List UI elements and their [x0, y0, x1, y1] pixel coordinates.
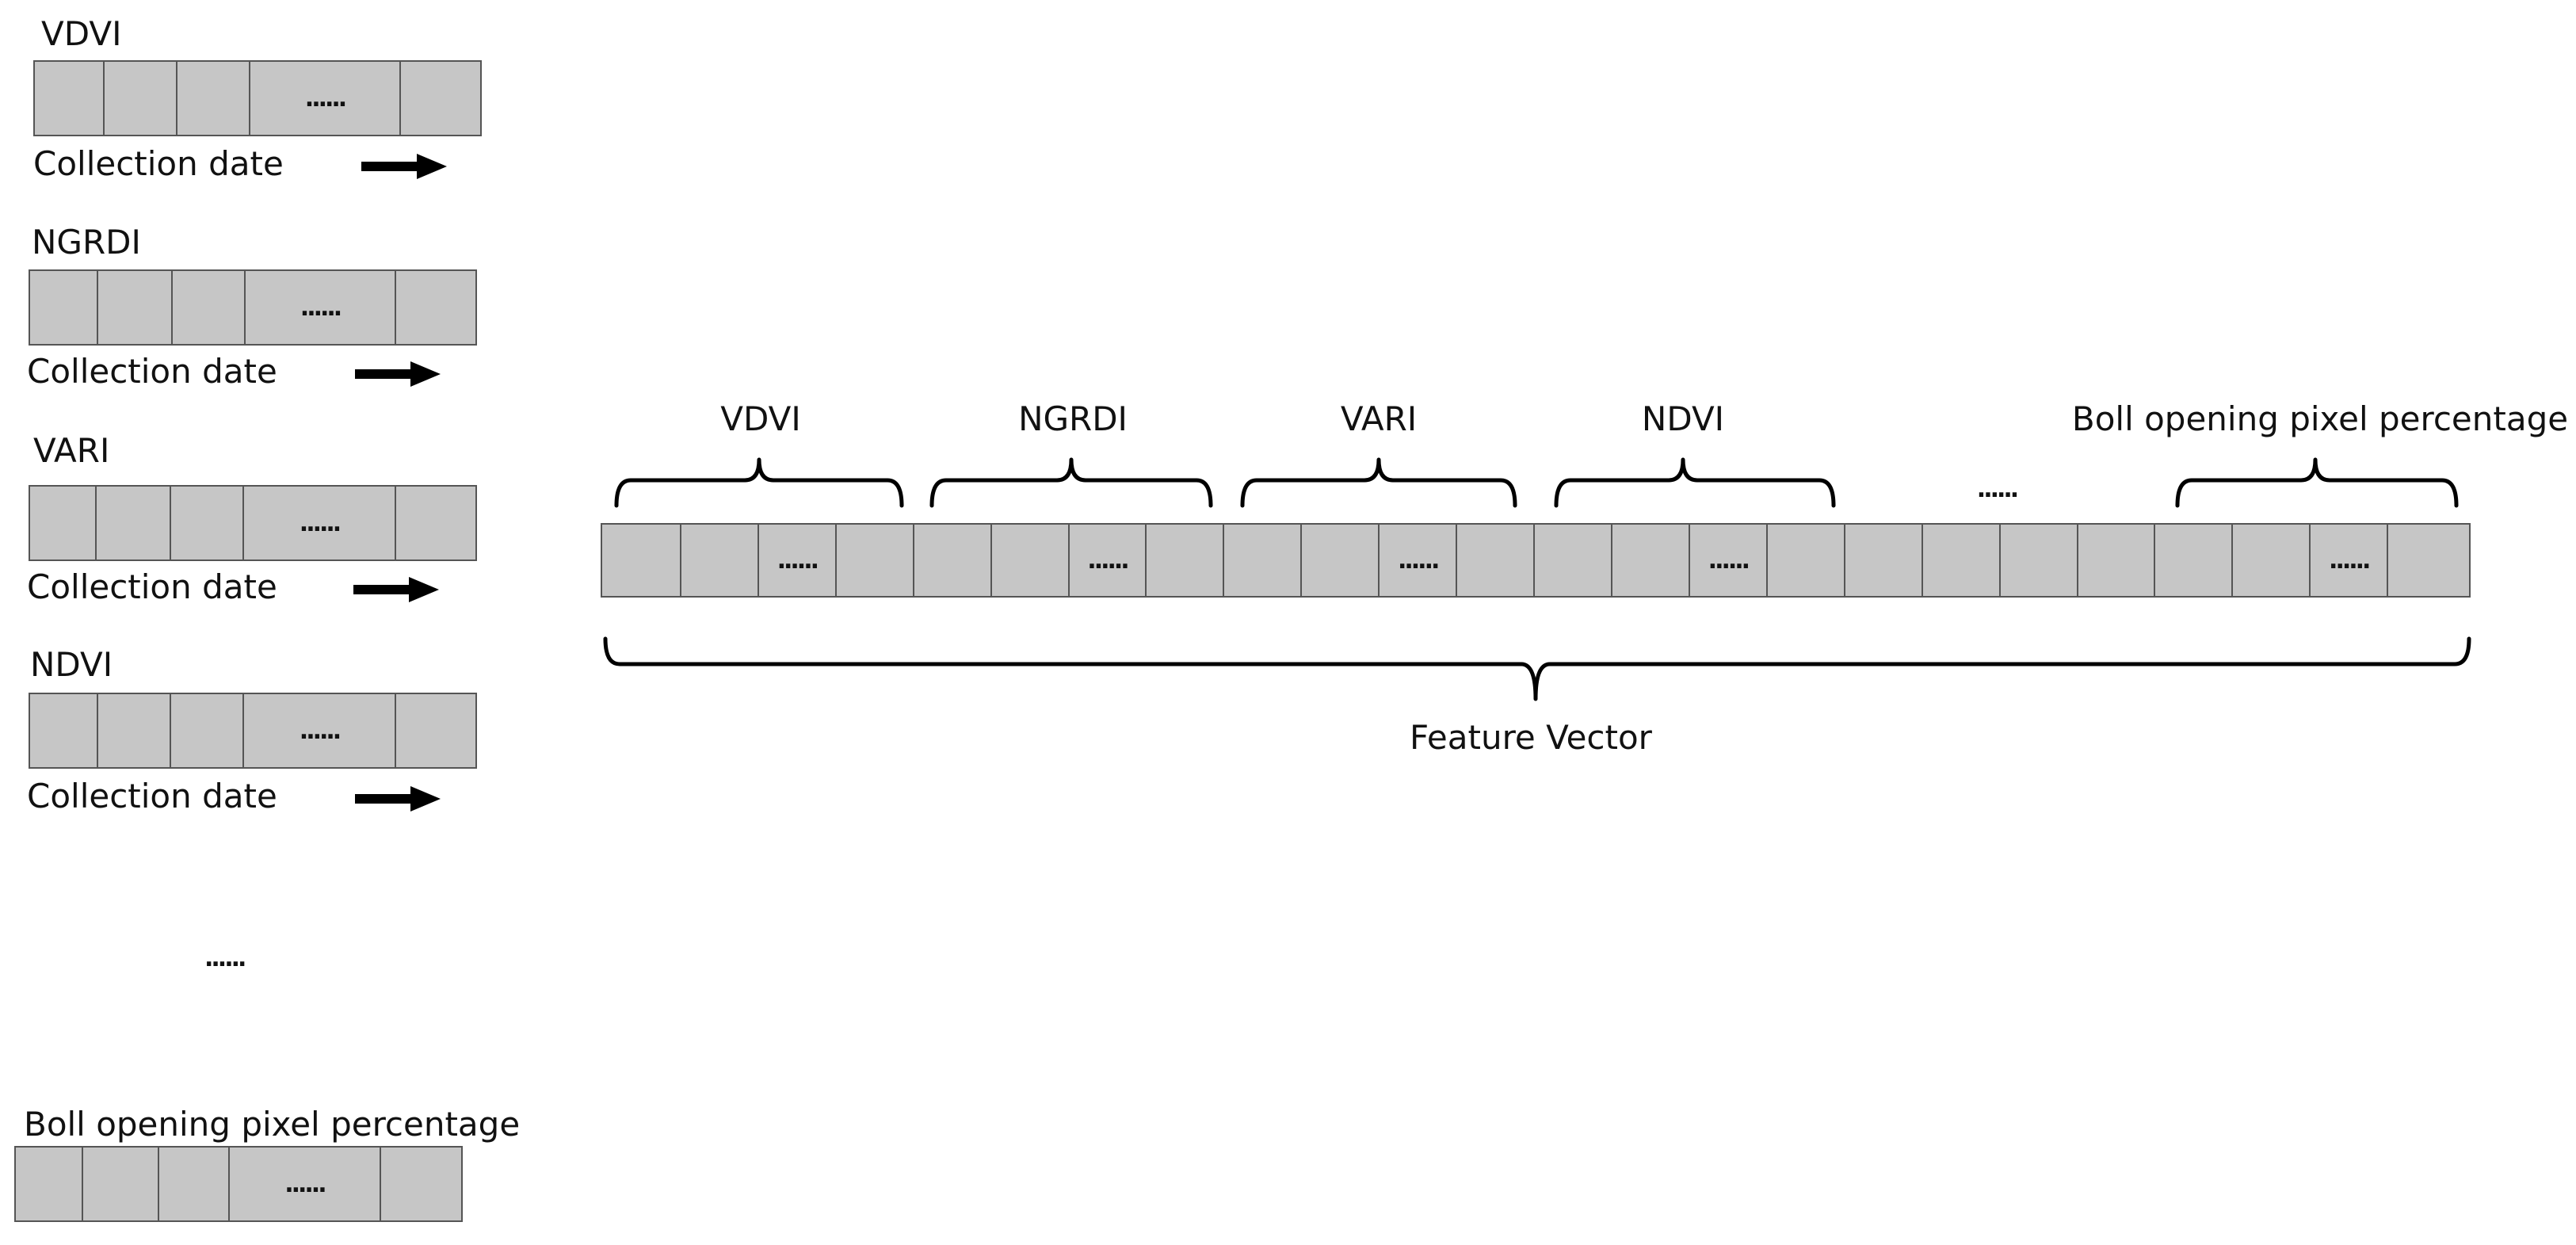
strip-cell-ellipsis: ...... — [250, 62, 401, 135]
vector-cell — [1845, 525, 1923, 596]
left-panel-label-vari: VARI — [33, 431, 110, 470]
vector-cell — [1923, 525, 2001, 596]
vector-cell-ellipsis: ...... — [1380, 525, 1458, 596]
left-panel-strip-vdvi: ...... — [33, 60, 482, 136]
strip-cell-ellipsis: ...... — [244, 487, 396, 559]
vector-cell — [1457, 525, 1536, 596]
strip-cell — [98, 694, 171, 767]
strip-cell — [171, 487, 244, 559]
collection-date-caption: Collection date — [27, 352, 277, 391]
strip-cell-ellipsis: ...... — [244, 694, 396, 767]
time-arrow-icon — [355, 786, 441, 812]
vector-cell — [1535, 525, 1612, 596]
boll-panel-strip: ...... — [14, 1146, 463, 1222]
feature-vector-label: Feature Vector — [1410, 718, 1652, 757]
time-arrow-icon — [361, 154, 447, 179]
brace-vdvi — [614, 457, 904, 508]
feature-vector-strip: ...... ...... ...... ...... ...... — [601, 523, 2471, 598]
vector-group-ellipsis: ...... — [1976, 475, 2019, 503]
vector-cell — [2155, 525, 2234, 596]
strip-cell — [30, 694, 98, 767]
vector-cell — [2233, 525, 2311, 596]
strip-cell — [30, 487, 97, 559]
strip-cell-ellipsis: ...... — [246, 271, 396, 344]
vector-group-label-vdvi: VDVI — [720, 399, 801, 438]
left-ellipsis: ...... — [204, 945, 246, 972]
brace-ndvi — [1554, 457, 1836, 508]
brace-feature-vector — [603, 636, 2471, 701]
vector-cell — [1147, 525, 1225, 596]
strip-cell — [35, 62, 105, 135]
vector-cell — [1224, 525, 1303, 596]
time-arrow-icon — [353, 577, 439, 602]
strip-cell — [16, 1148, 84, 1220]
strip-cell — [30, 271, 98, 344]
vector-cell — [681, 525, 759, 596]
vector-cell-ellipsis: ...... — [2311, 525, 2389, 596]
strip-cell — [173, 271, 246, 344]
vector-cell — [1612, 525, 1690, 596]
strip-cell — [177, 62, 250, 135]
strip-cell — [159, 1148, 231, 1220]
vector-cell — [1768, 525, 1845, 596]
vector-group-label-ndvi: NDVI — [1641, 399, 1725, 438]
left-panel-strip-vari: ...... — [29, 485, 477, 561]
left-panel-label-ndvi: NDVI — [30, 645, 113, 684]
left-panel-label-vdvi: VDVI — [41, 14, 122, 53]
vector-cell-ellipsis: ...... — [759, 525, 837, 596]
strip-cell — [97, 487, 171, 559]
vector-group-label-vari: VARI — [1340, 399, 1418, 438]
vector-group-label-ngrdi: NGRDI — [1018, 399, 1128, 438]
vector-cell — [837, 525, 914, 596]
vector-cell — [2001, 525, 2078, 596]
vector-cell — [2078, 525, 2156, 596]
brace-boll — [2175, 457, 2459, 508]
collection-date-caption: Collection date — [33, 144, 284, 183]
collection-date-caption: Collection date — [27, 567, 277, 606]
time-arrow-icon — [355, 361, 441, 387]
vector-cell — [992, 525, 1070, 596]
brace-ngrdi — [929, 457, 1213, 508]
strip-cell-ellipsis: ...... — [230, 1148, 381, 1220]
boll-panel-label: Boll opening pixel percentage — [24, 1105, 521, 1144]
vector-group-label-boll: Boll opening pixel percentage — [2071, 399, 2569, 438]
brace-vari — [1240, 457, 1517, 508]
vector-cell — [914, 525, 992, 596]
vector-cell — [602, 525, 681, 596]
strip-cell — [98, 271, 173, 344]
left-panel-strip-ngrdi: ...... — [29, 269, 477, 346]
strip-cell — [83, 1148, 159, 1220]
vector-cell — [1302, 525, 1380, 596]
vector-cell-ellipsis: ...... — [1690, 525, 1768, 596]
strip-cell — [171, 694, 244, 767]
left-panel-label-ngrdi: NGRDI — [32, 223, 141, 262]
vector-cell-ellipsis: ...... — [1070, 525, 1147, 596]
strip-cell — [105, 62, 177, 135]
left-panel-strip-ndvi: ...... — [29, 693, 477, 769]
collection-date-caption: Collection date — [27, 777, 277, 815]
